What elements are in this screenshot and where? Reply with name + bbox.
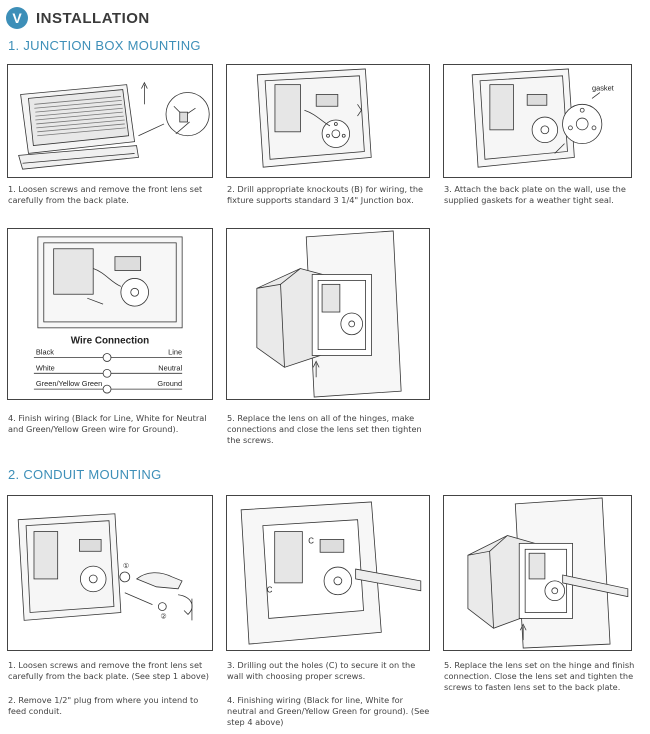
section-badge: V bbox=[6, 7, 28, 29]
conduit-section-title: 2. CONDUIT MOUNTING bbox=[8, 467, 162, 482]
conduit-step2-caption: 2. Remove 1/2" plug from where you inten… bbox=[8, 695, 199, 716]
svg-text:②: ② bbox=[160, 612, 166, 620]
junction-step1-illustration bbox=[7, 64, 213, 178]
page-header: V INSTALLATION bbox=[6, 6, 150, 30]
wire-ground-label: Ground bbox=[157, 379, 182, 388]
svg-text:①: ① bbox=[123, 562, 129, 570]
conduit-step3-caption: 3. Drilling out the holes (C) to secure … bbox=[227, 660, 416, 681]
conduit-step1-illustration: ① ② bbox=[7, 495, 213, 651]
page-title: INSTALLATION bbox=[36, 9, 150, 27]
junction-step5-illustration bbox=[226, 228, 430, 400]
junction-step3-illustration: gasket bbox=[443, 64, 632, 178]
svg-text:C: C bbox=[267, 586, 273, 595]
wire-neutral-label: Neutral bbox=[158, 363, 182, 372]
conduit-step1-caption: 1. Loosen screws and remove the front le… bbox=[8, 660, 210, 681]
junction-step4-caption: 4. Finish wiring (Black for Line, White … bbox=[8, 413, 207, 434]
junction-step5-caption: 5. Replace the lens on all of the hinges… bbox=[227, 413, 422, 445]
gasket-label: gasket bbox=[592, 84, 614, 93]
wire-white-label: White bbox=[36, 363, 55, 372]
junction-step4-illustration: Wire Connection Black Line White Neutral… bbox=[7, 228, 213, 400]
svg-text:C: C bbox=[308, 536, 314, 545]
conduit-step5-illustration bbox=[443, 495, 632, 651]
conduit-step5-caption: 5. Replace the lens set on the hinge and… bbox=[444, 660, 635, 692]
junction-step1-caption: 1. Loosen screws and remove the front le… bbox=[8, 184, 203, 205]
wire-connection-title: Wire Connection bbox=[71, 336, 149, 347]
junction-step3-caption: 3. Attach the back plate on the wall, us… bbox=[444, 184, 626, 205]
conduit-step4-caption: 4. Finishing wiring (Black for line, Whi… bbox=[227, 695, 430, 727]
conduit-step3-illustration: C C bbox=[226, 495, 430, 651]
junction-step2-caption: 2. Drill appropriate knockouts (B) for w… bbox=[227, 184, 424, 205]
junction-step2-illustration bbox=[226, 64, 430, 178]
junction-box-section-title: 1. JUNCTION BOX MOUNTING bbox=[8, 38, 201, 53]
wire-line-label: Line bbox=[168, 348, 182, 357]
wire-green-label: Green/Yellow Green bbox=[36, 379, 102, 388]
wire-black-label: Black bbox=[36, 348, 54, 357]
